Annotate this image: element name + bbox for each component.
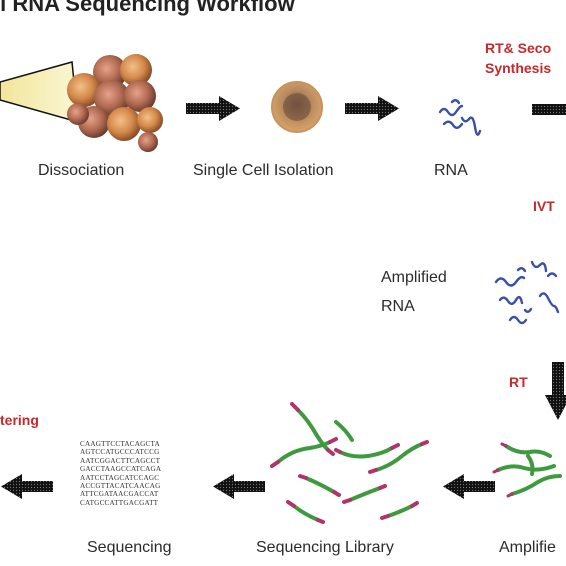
sequencing-library-icon: [270, 402, 429, 524]
diagram-title: ll RNA Sequencing Workflow: [0, 0, 295, 16]
arrow-left-icon: [1, 474, 53, 499]
sequence-line: AATCCTAGCATCCAGC: [80, 473, 160, 482]
light-beam-icon: [0, 61, 79, 124]
label-single-cell-isolation: Single Cell Isolation: [193, 162, 334, 179]
step-rt-second-line1: RT& Seco: [485, 40, 552, 56]
label-rna: RNA: [434, 162, 468, 179]
arrow-right-icon: [532, 104, 566, 115]
sequence-line: CATGCCATTGACGATT: [80, 498, 159, 507]
sequence-reads: CAAGTTCCTACAGCTA AGTCCATGCCCATCCG AATCGG…: [80, 440, 161, 507]
rna-strand-icon: [438, 99, 482, 136]
label-dissociation: Dissociation: [38, 162, 125, 179]
label-sequencing-library: Sequencing Library: [256, 539, 394, 556]
step-rt: RT: [509, 374, 528, 390]
cell-cluster-icon: [67, 54, 163, 152]
step-ivt: IVT: [533, 198, 555, 214]
sequence-line: ATTCGATAACGACCAT: [80, 490, 159, 499]
arrow-left-icon: [443, 474, 495, 499]
sequence-line: ACCGTTACATCAACAG: [80, 482, 161, 491]
label-sequencing: Sequencing: [87, 539, 172, 556]
sequence-line: CAAGTTCCTACAGCTA: [80, 440, 160, 448]
label-amplified-rna-line1: Amplified: [381, 269, 447, 286]
step-rt-second-line2: Synthesis: [485, 60, 552, 76]
sequence-line: AGTCCATGCCCATCCG: [80, 448, 160, 457]
sequence-line: AATCGGACTTCAGCCT: [80, 456, 161, 465]
sequence-line: GACCTAAGCCATCAGA: [80, 465, 162, 474]
amplified-cdna-icon: [492, 442, 562, 498]
amplified-rna-icon: [494, 260, 560, 325]
label-amplified-partial: Amplifie: [499, 539, 556, 556]
label-amplified-rna-line2: RNA: [381, 298, 415, 315]
arrow-right-icon: [345, 96, 399, 121]
arrow-right-icon: [186, 96, 240, 121]
arrow-down-icon: [545, 362, 566, 420]
arrow-left-icon: [213, 474, 265, 499]
step-clustering-partial: tering: [0, 412, 39, 428]
